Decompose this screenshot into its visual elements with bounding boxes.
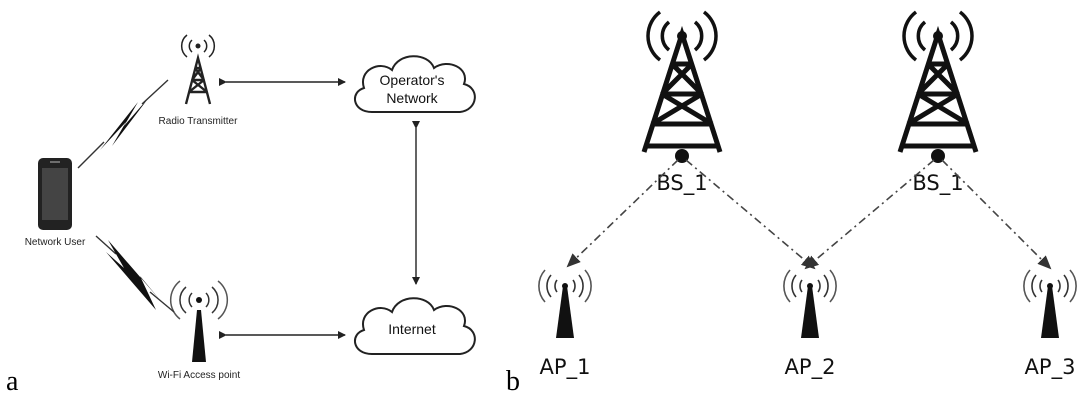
access-point-3-icon	[1023, 269, 1077, 339]
link-bs1-ap2	[685, 159, 816, 270]
internet-cloud-icon	[354, 297, 476, 355]
access-point-1-icon	[538, 269, 592, 339]
base-station-1-label: BS_1	[656, 171, 707, 196]
base-station-1-tower-icon	[644, 10, 720, 163]
link-bs2-ap2	[804, 159, 935, 270]
panel-a-letter: a	[6, 366, 19, 397]
panel-b: BS_1 BS_1 AP_1 AP_2 AP_3 b	[506, 10, 1077, 397]
radio-transmitter-icon	[180, 34, 216, 106]
network-user-label: Network User	[25, 237, 86, 248]
access-point-3-label: AP_3	[1025, 355, 1076, 380]
base-station-2-label: BS_1	[912, 171, 963, 196]
link-bs2-ap3	[941, 159, 1052, 270]
internet-label: Internet	[388, 321, 436, 337]
access-point-2-label: AP_2	[785, 355, 836, 380]
panel-b-letter: b	[506, 366, 520, 397]
link-bs1-ap1	[566, 159, 679, 268]
base-station-2-tower-icon	[900, 10, 976, 163]
wifi-access-point-icon	[169, 280, 229, 362]
panel-a: Radio Transmitter Operator's Network Int…	[6, 34, 476, 397]
wireless-link-upper-icon	[77, 79, 169, 169]
smartphone-icon	[38, 158, 72, 230]
operator-network-label-line2: Network	[386, 90, 438, 106]
operator-network-label: Operator's	[380, 72, 445, 88]
operator-network-cloud-icon	[354, 55, 476, 113]
access-point-2-icon	[783, 269, 837, 339]
access-point-1-label: AP_1	[540, 355, 591, 380]
wireless-link-lower-icon	[95, 235, 175, 313]
radio-transmitter-label: Radio Transmitter	[159, 116, 239, 127]
wifi-ap-label: Wi-Fi Access point	[158, 370, 240, 381]
